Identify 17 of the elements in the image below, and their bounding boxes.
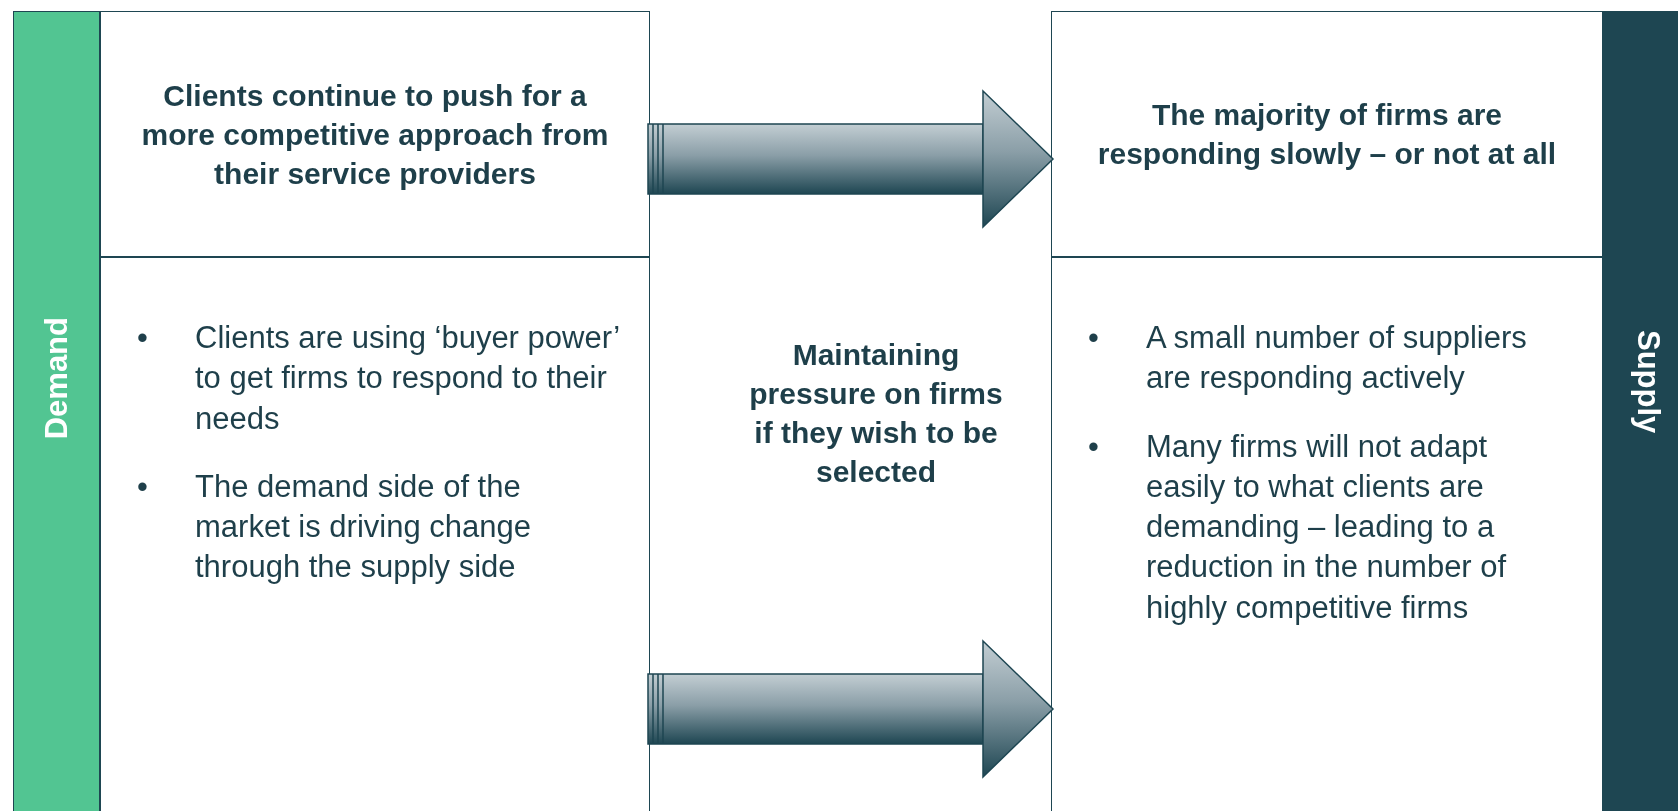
side-label: Demand bbox=[38, 317, 75, 440]
side-bar bbox=[1603, 11, 1678, 811]
bullet-panel bbox=[1051, 257, 1603, 811]
bullet-point: • A small number of suppliers are responding actively bbox=[1087, 319, 1528, 398]
block-arrow bbox=[647, 640, 1054, 778]
center-note: Maintaining pressure on firms if they wish to be selected bbox=[748, 337, 1004, 490]
bullet-point: • Many firms will not adapt easily to what clients are demanding – leading to a reduction in the number of highly competitive firms bbox=[1087, 427, 1508, 627]
heading-text: Clients continue to push for a more competitive approach from their service providers bbox=[140, 77, 610, 192]
heading-panel bbox=[1051, 11, 1603, 257]
side-label: Supply bbox=[1630, 330, 1666, 434]
side-bar bbox=[13, 11, 100, 811]
bullet-point: • Clients are using ‘buyer power’ to get firms to respond to their needs bbox=[136, 319, 619, 438]
heading-panel bbox=[100, 11, 650, 257]
heading-text: The majority of firms are responding slowly – or not at all bbox=[1096, 97, 1558, 172]
block-arrow bbox=[647, 90, 1054, 228]
bullet-panel bbox=[100, 257, 650, 811]
bullet-point: • The demand side of the market is driving change through the supply side bbox=[136, 467, 532, 587]
